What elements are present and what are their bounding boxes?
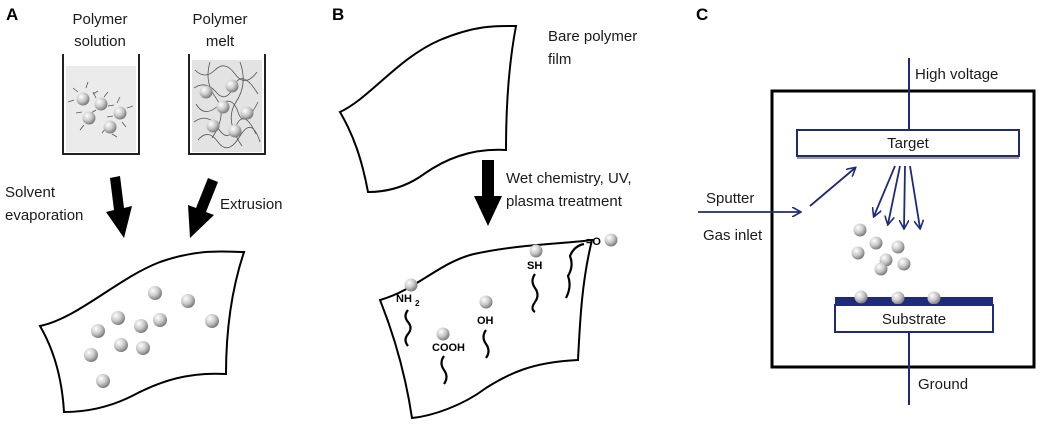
gas-inlet-label: Gas inlet: [703, 227, 763, 244]
solution-particles: [67, 81, 134, 138]
carbonyl-group: =O: [565, 233, 618, 299]
arrow-down-b: [474, 160, 502, 226]
hydroxyl-label: OH: [477, 315, 494, 327]
beaker2-label-line2: melt: [206, 33, 235, 50]
treatment-label-line1: Wet chemistry, UV,: [506, 170, 632, 187]
panel-b: B Bare polymer film Wet chemistry, UV, p…: [332, 5, 637, 420]
carbonyl-label: =O: [586, 236, 601, 248]
panel-b-letter: B: [332, 5, 344, 24]
functionalized-film: [378, 238, 594, 420]
beaker-melt: [188, 54, 266, 155]
beaker2-label-line1: Polymer: [192, 11, 247, 28]
substrate-label: Substrate: [882, 311, 946, 328]
substrate-plate: [834, 304, 994, 333]
thiol-label: SH: [527, 260, 542, 272]
sputter-arrows: [874, 165, 920, 228]
amine-group: NH 2: [396, 278, 420, 347]
thiol-group: SH: [527, 244, 543, 313]
high-voltage-label: High voltage: [915, 66, 998, 83]
bare-film: [338, 24, 518, 194]
ion-arrow: [809, 168, 855, 207]
target-plate: [796, 129, 1020, 157]
treatment-label-line2: plasma treatment: [506, 193, 623, 210]
carboxyl-label: COOH: [432, 342, 465, 354]
bare-film-label-line1: Bare polymer: [548, 28, 637, 45]
beaker1-label-line2: solution: [74, 33, 126, 50]
amine-subscript: 2: [415, 299, 420, 308]
panel-c-letter: C: [696, 5, 708, 24]
beaker1-label-line1: Polymer: [72, 11, 127, 28]
panel-c: C High voltage Target Sputter Gas inlet: [696, 5, 1036, 405]
substrate-deposit-layer: [835, 297, 993, 305]
hydroxyl-group: OH: [477, 295, 494, 359]
amine-label: NH: [396, 293, 412, 305]
bare-film-label-line2: film: [548, 51, 571, 68]
carboxyl-group: COOH: [432, 327, 465, 385]
composite-film: [38, 250, 246, 414]
arrow-down-right-a: [188, 178, 218, 238]
beaker-solution: [62, 54, 140, 155]
target-label: Target: [887, 135, 930, 152]
arrow-down-left-a: [106, 176, 132, 238]
arrow1-label-line1: Solvent: [5, 184, 56, 201]
arrow1-label-line2: evaporation: [5, 207, 83, 224]
sputtered-atoms: [851, 223, 911, 276]
ground-label: Ground: [918, 376, 968, 393]
panel-a-letter: A: [6, 5, 18, 24]
panel-a: A Polymer solution Polymer melt: [5, 5, 283, 414]
arrow2-label: Extrusion: [220, 196, 283, 213]
sputter-label: Sputter: [706, 190, 754, 207]
